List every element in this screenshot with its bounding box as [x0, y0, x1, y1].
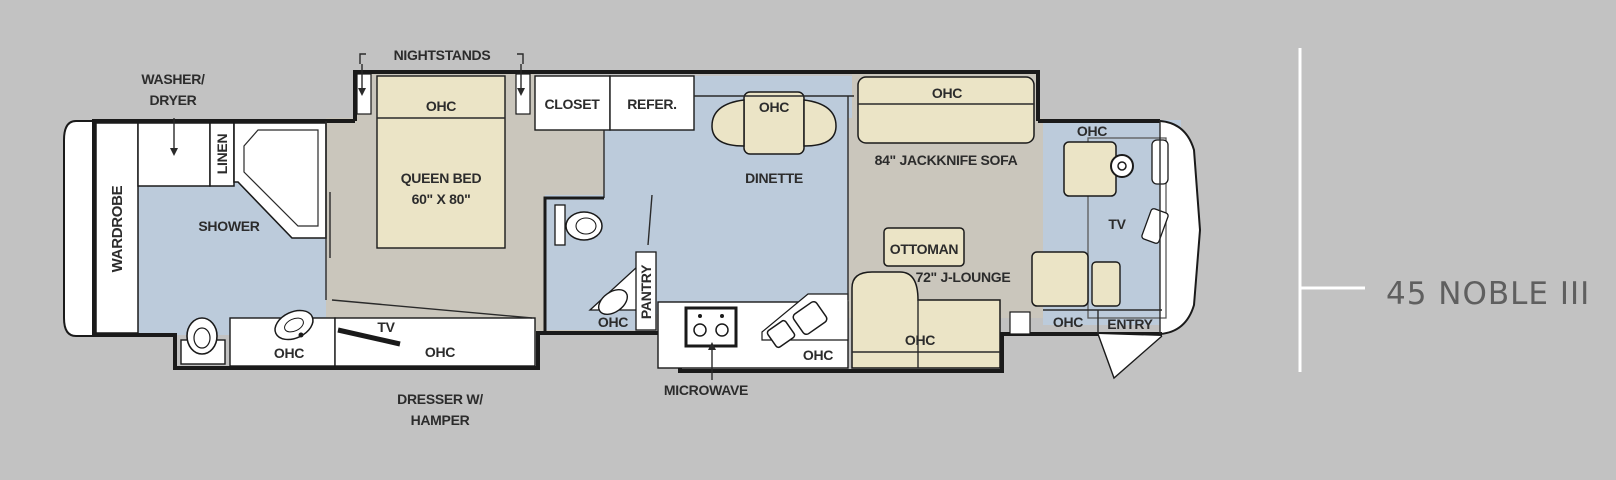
exterior-walls [63, 70, 1202, 373]
dinette-label: DINETTE [745, 170, 803, 186]
ottoman-label: OTTOMAN [890, 241, 959, 257]
nightstand-arrowhead-right [517, 88, 525, 96]
rear-toilet [180, 317, 226, 365]
dresser [334, 317, 536, 367]
galley: REFER. MICROWAVE OHC [609, 75, 849, 398]
dinette-ohc-label: OHC [759, 99, 789, 115]
entry-door-swing [1097, 333, 1163, 380]
dinette-chair-right [803, 99, 837, 147]
dresser-ohc-label: OHC [425, 344, 455, 360]
kitchen-ohc-label: OHC [803, 347, 833, 363]
kitchen-sink-2 [792, 300, 828, 336]
bed-ohc-label: OHC [426, 98, 456, 114]
wardrobe [95, 122, 139, 334]
rear-bath: WARDROBE WASHER/ DRYER LINEN SHOWER OHC [95, 71, 536, 428]
vanity-ohc-label: OHC [274, 345, 304, 361]
queen-bed-label-line1: QUEEN BED [401, 170, 482, 186]
nightstand-left [356, 73, 372, 115]
dresser-edge [331, 299, 533, 319]
burner-2 [715, 323, 729, 337]
vanity-sink [274, 309, 314, 341]
living: OHC 84" JACKKNIFE SOFA OTTOMAN 72" J-LOU… [851, 76, 1035, 369]
model-name: 45 NOBLE III [1386, 276, 1590, 312]
bottom-wall-rear [92, 331, 1010, 373]
washer-arrowhead [170, 148, 178, 156]
half-bath-door [647, 194, 653, 246]
cockpit: OHC TV OHC ENTRY [1009, 120, 1169, 380]
linen-label: LINEN [214, 134, 230, 175]
washer-dryer-label-line1: WASHER/ [141, 71, 205, 87]
shower-pan [243, 129, 319, 227]
shower-label: SHOWER [198, 218, 259, 234]
microwave-arrowhead [708, 342, 716, 350]
dinette: OHC DINETTE [694, 91, 854, 300]
bedroom-slide-wall [353, 70, 1040, 121]
j-lounge [851, 271, 1001, 369]
half-bath-wall [543, 196, 604, 335]
refrigerator-label: REFER. [627, 96, 677, 112]
nightstand-right [515, 73, 531, 115]
entry-ohc-label: OHC [1053, 314, 1083, 330]
passenger-seat [1063, 141, 1117, 197]
wardrobe-label: WARDROBE [109, 185, 126, 272]
dresser-label-line2: HAMPER [411, 412, 470, 428]
model-badge: 45 NOBLE III [1298, 48, 1590, 372]
sofa-label: 84" JACKKNIFE SOFA [875, 152, 1018, 168]
dresser-tv [337, 327, 401, 347]
closet [534, 75, 611, 131]
washer-dryer-label-line2: DRYER [150, 92, 197, 108]
bedroom: NIGHTSTANDS OHC QUEEN BED 60" X 80" CLOS… [325, 47, 611, 300]
jlounge-ohc-label: OHC [905, 332, 935, 348]
half-bath-ohc-label: OHC [598, 314, 628, 330]
queen-bed-label-line2: 60" X 80" [412, 191, 471, 207]
burner-1 [693, 323, 707, 337]
cockpit-ohc-label: OHC [1077, 123, 1107, 139]
sofa-ohc-label: OHC [932, 85, 962, 101]
pantry-label: PANTRY [638, 264, 654, 319]
dresser-tv-label: TV [377, 319, 395, 335]
front-cap [1159, 120, 1202, 335]
rear-cap [63, 120, 94, 337]
microwave-label: MICROWAVE [664, 382, 748, 398]
nightstand-bracket-right [517, 53, 524, 64]
closet-label: CLOSET [545, 96, 601, 112]
half-bath-sink [597, 288, 629, 316]
pantry [635, 251, 657, 331]
dresser-label-line1: DRESSER W/ [397, 391, 483, 407]
cockpit-outline [1087, 137, 1167, 319]
entry-label: ENTRY [1107, 316, 1153, 332]
cockpit-side-seat [1091, 261, 1121, 307]
knob-1 [698, 314, 702, 318]
cooktop [684, 306, 738, 348]
nightstands-label: NIGHTSTANDS [394, 47, 491, 63]
kitchen-sink-1 [766, 319, 796, 349]
knob-2 [720, 314, 724, 318]
jlounge-label: 72" J-LOUNGE [916, 269, 1011, 285]
dinette-chair-left [711, 99, 745, 147]
queen-bed [376, 75, 506, 249]
ottoman [883, 227, 965, 267]
steering-wheel-icon [1110, 154, 1134, 178]
driver-seat [1031, 251, 1089, 307]
nightstand-bracket-left [359, 53, 366, 64]
half-bath: OHC PANTRY [543, 194, 657, 335]
front-tv-label: TV [1108, 216, 1126, 232]
half-bath-toilet [554, 204, 603, 246]
refrigerator [609, 75, 695, 131]
nightstand-arrowhead-left [358, 88, 366, 96]
entry-step [1009, 311, 1031, 335]
jackknife-sofa [857, 76, 1035, 144]
